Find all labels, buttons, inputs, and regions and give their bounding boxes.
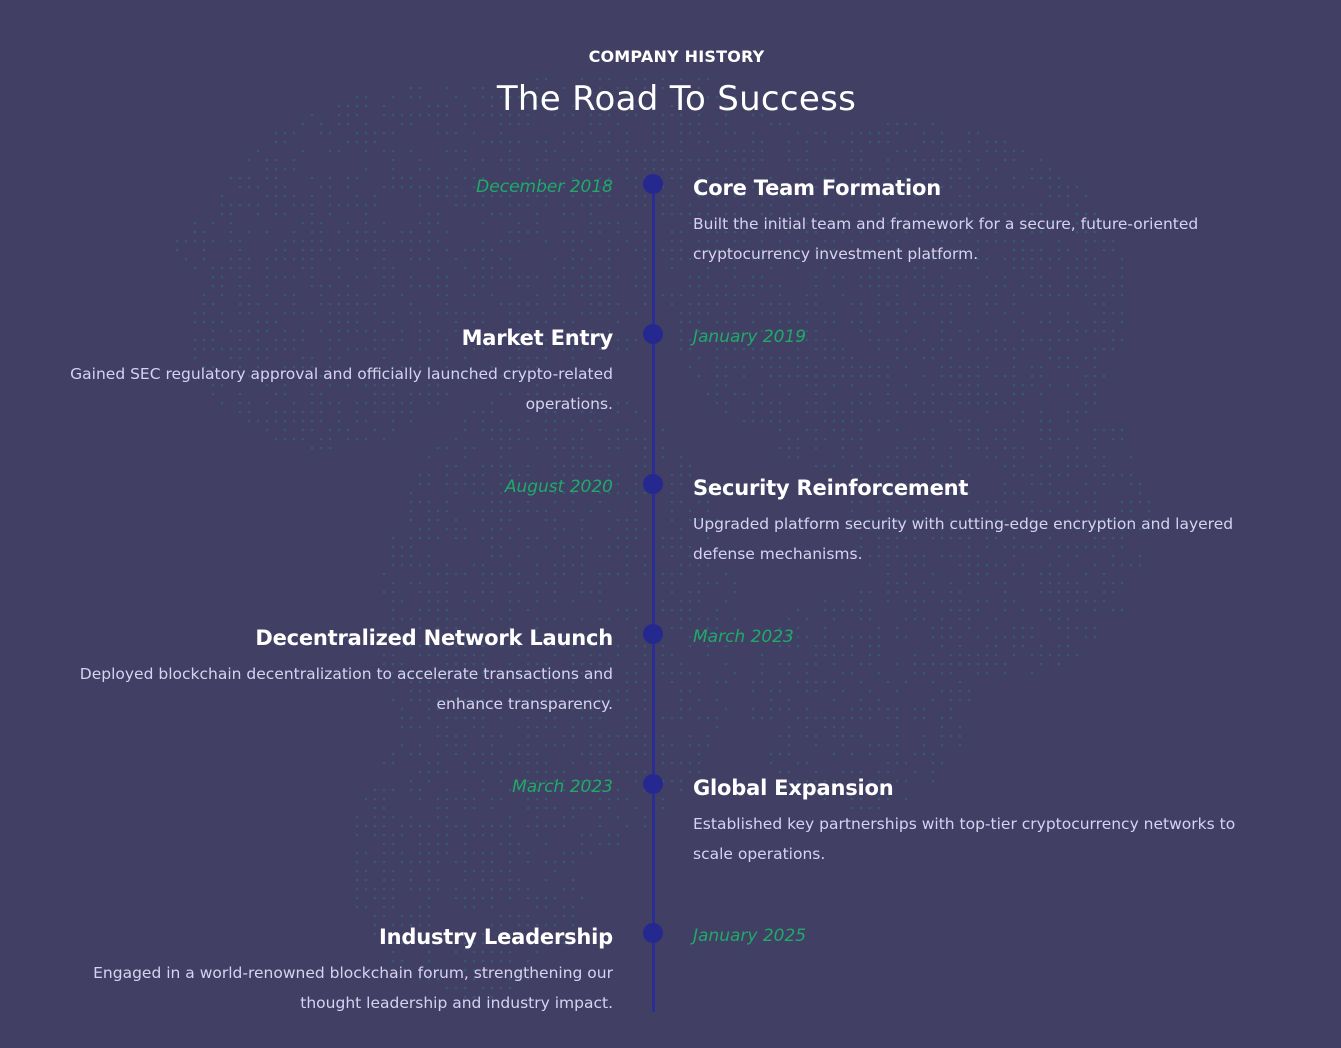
timeline-marker bbox=[643, 774, 663, 794]
milestone-card: Security Reinforcement Upgraded platform… bbox=[693, 474, 1243, 569]
timeline-line bbox=[652, 186, 655, 1012]
milestone-card: Core Team Formation Built the initial te… bbox=[693, 174, 1243, 269]
timeline-marker bbox=[643, 174, 663, 194]
milestone-date-text: August 2020 bbox=[504, 477, 613, 497]
timeline-marker bbox=[643, 923, 663, 943]
milestone-description: Upgraded platform security with cutting-… bbox=[693, 515, 1234, 563]
milestone-card: Decentralized Network Launch Deployed bl… bbox=[53, 624, 613, 719]
timeline-marker bbox=[643, 324, 663, 344]
milestone-description: Gained SEC regulatory approval and offic… bbox=[70, 365, 613, 413]
section-header: COMPANY HISTORY The Road To Success bbox=[0, 46, 1341, 120]
milestone-date: March 2023 bbox=[693, 626, 794, 648]
milestone-date-text: March 2023 bbox=[512, 777, 613, 797]
milestone-title: Core Team Formation bbox=[693, 176, 942, 200]
milestone-title: Security Reinforcement bbox=[693, 476, 969, 500]
milestone-date: March 2023 bbox=[512, 776, 613, 798]
milestone-date-text: January 2019 bbox=[693, 327, 807, 347]
milestone-description: Engaged in a world-renowned blockchain f… bbox=[93, 964, 613, 1012]
milestone-date: December 2018 bbox=[476, 176, 613, 198]
page-title: The Road To Success bbox=[496, 79, 857, 119]
timeline-marker bbox=[643, 624, 663, 644]
timeline-marker bbox=[643, 474, 663, 494]
milestone-title: Decentralized Network Launch bbox=[255, 626, 613, 650]
milestone-date-text: March 2023 bbox=[693, 627, 794, 647]
milestone-card: Industry Leadership Engaged in a world-r… bbox=[53, 923, 613, 1018]
milestone-description: Established key partnerships with top-ti… bbox=[693, 815, 1236, 863]
milestone-card: Market Entry Gained SEC regulatory appro… bbox=[53, 324, 613, 419]
milestone-card: Global Expansion Established key partner… bbox=[693, 774, 1243, 869]
milestone-description: Built the initial team and framework for… bbox=[693, 215, 1199, 263]
milestone-date: August 2020 bbox=[505, 476, 613, 498]
milestone-date-text: January 2025 bbox=[693, 926, 807, 946]
milestone-title: Industry Leadership bbox=[379, 925, 613, 949]
milestone-date-text: December 2018 bbox=[476, 177, 613, 197]
milestone-date: January 2019 bbox=[693, 326, 806, 348]
milestone-title: Market Entry bbox=[461, 326, 614, 350]
milestone-title: Global Expansion bbox=[693, 776, 894, 800]
milestone-date: January 2025 bbox=[693, 925, 806, 947]
milestone-description: Deployed blockchain decentralization to … bbox=[79, 665, 613, 713]
section-eyebrow: COMPANY HISTORY bbox=[588, 47, 765, 66]
